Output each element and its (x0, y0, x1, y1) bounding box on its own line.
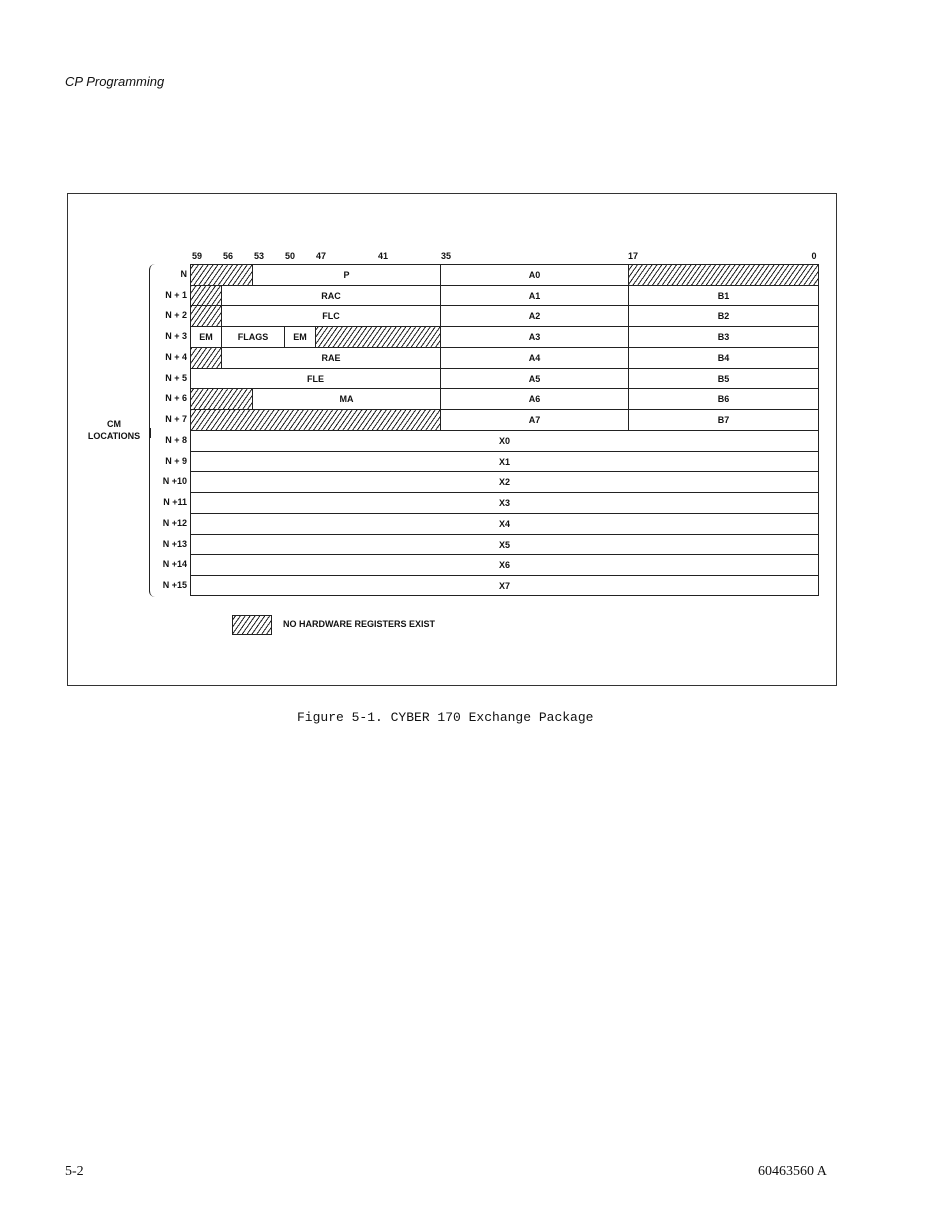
register-a7: A7 (440, 409, 629, 431)
register-b5: B5 (628, 368, 819, 389)
row-label: N + 6 (165, 393, 187, 403)
bit-number-53: 53 (253, 251, 265, 261)
register-rae: RAE (221, 347, 441, 369)
bit-number-47: 47 (315, 251, 327, 261)
row-label: N +10 (162, 476, 187, 486)
row-label: N +15 (162, 580, 187, 590)
register-a4: A4 (440, 347, 629, 369)
cm-locations-label: CM LOCATIONS (80, 418, 148, 442)
section-header: CP Programming (65, 74, 165, 89)
register-a3: A3 (440, 326, 629, 348)
register-b7: B7 (628, 409, 819, 431)
register-x2: X2 (190, 471, 819, 493)
register-ma: MA (252, 388, 441, 410)
register-a6: A6 (440, 388, 629, 410)
register-b6: B6 (628, 388, 819, 410)
register-x1: X1 (190, 451, 819, 472)
unused-register-area (190, 347, 222, 369)
register-x6: X6 (190, 554, 819, 576)
bit-number-17: 17 (627, 251, 639, 261)
row-label: N +11 (163, 497, 187, 507)
legend-hatch-swatch (232, 615, 272, 635)
unused-register-area (190, 305, 222, 327)
register-x7: X7 (190, 575, 819, 596)
register-a2: A2 (440, 305, 629, 327)
register-b4: B4 (628, 347, 819, 369)
page-number: 5-2 (65, 1164, 84, 1179)
register-b2: B2 (628, 305, 819, 327)
row-label: N + 2 (165, 310, 187, 320)
register-em: EM (190, 326, 222, 348)
unused-register-area (190, 264, 253, 286)
bit-number-0: 0 (811, 251, 817, 261)
row-label: N + 3 (165, 331, 187, 341)
register-a1: A1 (440, 285, 629, 306)
unused-register-area (315, 326, 441, 348)
register-p: P (252, 264, 441, 286)
row-label: N + 9 (165, 456, 187, 466)
document-number: 60463560 A (758, 1164, 827, 1179)
row-label: N + 8 (165, 435, 187, 445)
row-label: N + 5 (165, 373, 187, 383)
figure-caption: Figure 5-1. CYBER 170 Exchange Package (297, 710, 594, 725)
register-fle: FLE (190, 368, 441, 389)
register-a0: A0 (440, 264, 629, 286)
row-label: N (180, 269, 188, 279)
bit-number-59: 59 (191, 251, 203, 261)
row-label: N +12 (162, 518, 187, 528)
register-b3: B3 (628, 326, 819, 348)
unused-register-area (190, 285, 222, 306)
unused-register-area (190, 388, 253, 410)
unused-register-area (628, 264, 819, 286)
figure-frame (67, 193, 837, 686)
cm-locations-brace (149, 264, 156, 597)
register-rac: RAC (221, 285, 441, 306)
row-label: N + 4 (165, 352, 187, 362)
cm-label-line1: CM (107, 419, 121, 429)
register-b1: B1 (628, 285, 819, 306)
bit-number-56: 56 (222, 251, 234, 261)
register-x5: X5 (190, 534, 819, 555)
unused-register-area (190, 409, 441, 431)
bit-number-50: 50 (284, 251, 296, 261)
register-flags: FLAGS (221, 326, 285, 348)
legend-text: NO HARDWARE REGISTERS EXIST (283, 619, 436, 629)
register-x4: X4 (190, 513, 819, 535)
register-a5: A5 (440, 368, 629, 389)
row-label: N +13 (162, 539, 187, 549)
row-label: N + 1 (165, 290, 187, 300)
bit-number-41: 41 (377, 251, 389, 261)
row-label: N +14 (162, 559, 187, 569)
cm-label-line2: LOCATIONS (87, 431, 141, 441)
bit-number-35: 35 (440, 251, 452, 261)
row-label: N + 7 (165, 414, 187, 424)
cm-locations-brace-tip (146, 428, 151, 438)
register-flc: FLC (221, 305, 441, 327)
register-em-2: EM (284, 326, 316, 348)
register-x3: X3 (190, 492, 819, 514)
register-x0: X0 (190, 430, 819, 452)
